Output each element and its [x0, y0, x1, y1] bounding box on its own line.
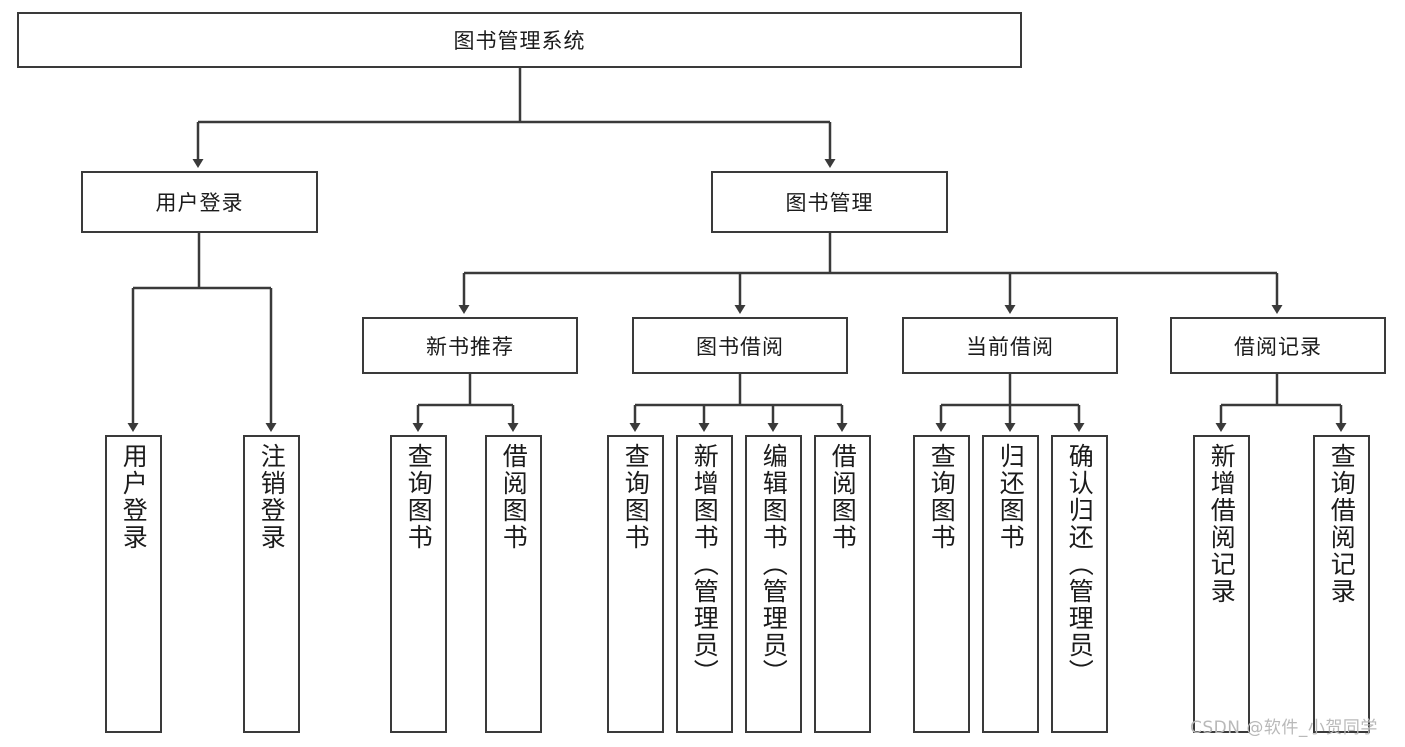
leaf-new-book-borrow[interactable]: 借阅图书 — [485, 435, 542, 733]
node-label: 编辑图书（管理员） — [759, 443, 789, 686]
leaf-book-borrow-query[interactable]: 查询图书 — [607, 435, 664, 733]
node-label: 用户登录 — [119, 443, 149, 551]
leaf-current-borrow-query[interactable]: 查询图书 — [913, 435, 970, 733]
leaf-new-book-query[interactable]: 查询图书 — [390, 435, 447, 733]
node-label: 借阅图书 — [828, 443, 858, 551]
csdn-watermark: CSDN @软件_小贺同学 — [1190, 718, 1378, 738]
leaf-borrow-record-query[interactable]: 查询借阅记录 — [1313, 435, 1370, 733]
node-label: 确认归还（管理员） — [1065, 443, 1095, 686]
node-label: 查询图书 — [927, 443, 957, 551]
node-label: 新增借阅记录 — [1207, 443, 1237, 605]
node-new-book-recommend[interactable]: 新书推荐 — [362, 317, 578, 374]
node-book-management[interactable]: 图书管理 — [711, 171, 948, 233]
node-label: 注销登录 — [257, 443, 287, 551]
node-user-login[interactable]: 用户登录 — [81, 171, 318, 233]
node-borrow-record[interactable]: 借阅记录 — [1170, 317, 1386, 374]
node-label: 查询图书 — [621, 443, 651, 551]
node-book-borrow[interactable]: 图书借阅 — [632, 317, 848, 374]
leaf-book-borrow-borrow[interactable]: 借阅图书 — [814, 435, 871, 733]
node-current-borrow[interactable]: 当前借阅 — [902, 317, 1118, 374]
node-label: 当前借阅 — [966, 334, 1054, 359]
node-label: 图书管理系统 — [453, 29, 586, 53]
node-label: 图书借阅 — [696, 334, 784, 359]
leaf-book-borrow-edit[interactable]: 编辑图书（管理员） — [745, 435, 802, 733]
node-label: 用户登录 — [155, 191, 244, 215]
leaf-user-login-logout[interactable]: 注销登录 — [243, 435, 300, 733]
leaf-current-borrow-return[interactable]: 归还图书 — [982, 435, 1039, 733]
node-book-management-system[interactable]: 图书管理系统 — [17, 12, 1022, 68]
node-label: 归还图书 — [996, 443, 1026, 551]
node-label: 查询借阅记录 — [1327, 443, 1357, 605]
leaf-current-borrow-confirm-return[interactable]: 确认归还（管理员） — [1051, 435, 1108, 733]
node-label: 查询图书 — [404, 443, 434, 551]
node-label: 新增图书（管理员） — [690, 443, 720, 686]
node-label: 借阅图书 — [499, 443, 529, 551]
node-label: 图书管理 — [785, 191, 874, 215]
node-label: 借阅记录 — [1234, 334, 1322, 359]
leaf-book-borrow-add[interactable]: 新增图书（管理员） — [676, 435, 733, 733]
node-label: 新书推荐 — [426, 334, 514, 359]
leaf-user-login-login[interactable]: 用户登录 — [105, 435, 162, 733]
leaf-borrow-record-add[interactable]: 新增借阅记录 — [1193, 435, 1250, 733]
